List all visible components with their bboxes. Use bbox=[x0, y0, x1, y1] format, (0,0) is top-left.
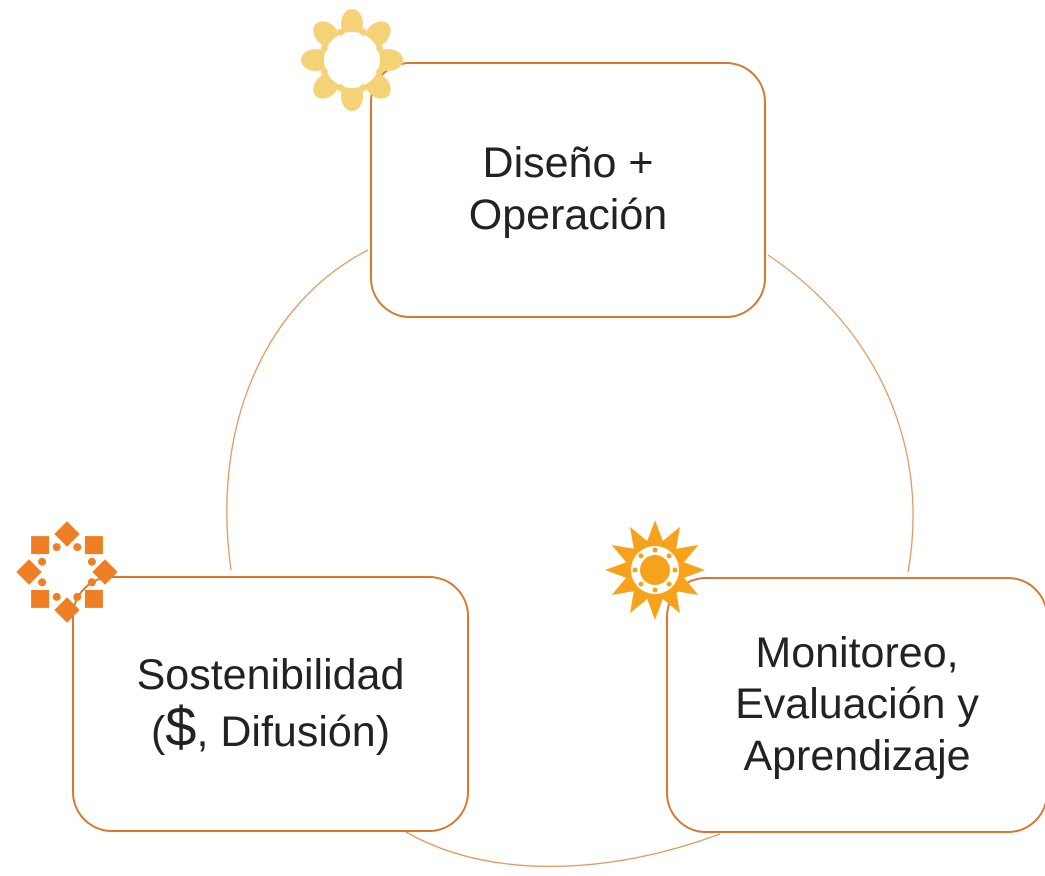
node-text-line: Monitoreo, bbox=[755, 628, 959, 677]
node-text-line: Operación bbox=[468, 191, 668, 239]
diffusion-text: , Difusión) bbox=[196, 707, 391, 756]
node-text-line: Aprendizaje bbox=[743, 731, 971, 780]
node-text-line-mixed: ($, Difusión) bbox=[150, 698, 391, 759]
dollar-sign: $ bbox=[165, 694, 197, 758]
cycle-arc-top-left bbox=[226, 249, 369, 571]
cycle-arc-top-right bbox=[767, 254, 914, 573]
node-text-line: Diseño + bbox=[482, 139, 654, 188]
paren-open: ( bbox=[150, 707, 166, 756]
flower-icon bbox=[301, 9, 403, 111]
cycle-arc-bottom bbox=[405, 831, 721, 867]
node-text-line: Evaluación y bbox=[735, 680, 979, 729]
node-design-operation: Diseño + Operación bbox=[370, 62, 766, 318]
node-text-line: Sostenibilidad bbox=[136, 650, 405, 699]
gear-star-icon bbox=[16, 521, 118, 623]
sun-icon bbox=[605, 520, 705, 620]
node-sustainability: Sostenibilidad ($, Difusión) bbox=[72, 576, 469, 832]
node-monitoring-evaluation: Monitoreo, Evaluación y Aprendizaje bbox=[666, 577, 1045, 833]
